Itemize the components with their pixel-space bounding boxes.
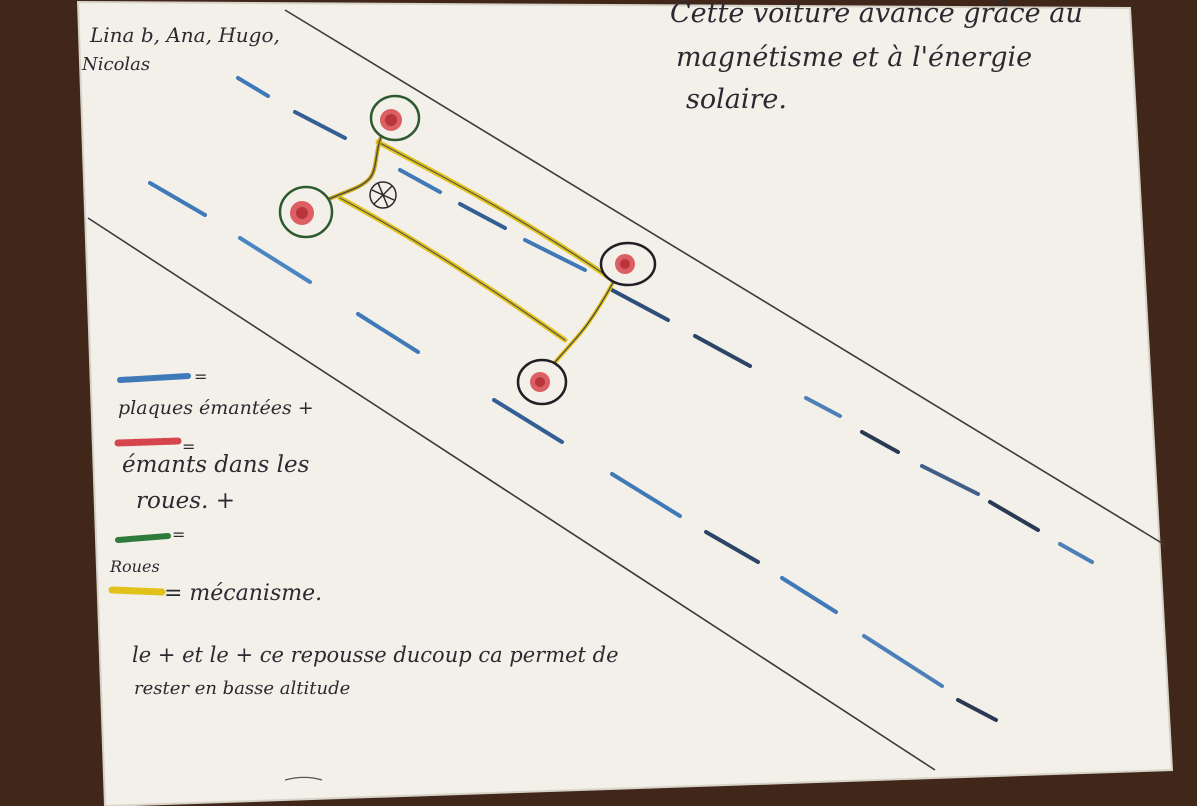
wheel-front-top: [369, 94, 421, 142]
legend-swatch-blue: [117, 373, 191, 383]
legend-red-eq: =: [182, 437, 195, 456]
chassis-bottom-rail-ink: [339, 197, 566, 341]
magnet-plate: [693, 334, 752, 368]
magnet-plate: [610, 288, 670, 322]
gear-wheel-icon: [369, 181, 397, 209]
magnet-plate: [610, 472, 682, 518]
chassis-top-rail-ink: [377, 141, 611, 279]
magnet-plate: [956, 698, 998, 722]
note-line-2: rester en basse altitude: [134, 678, 350, 699]
authors-line-2: Nicolas: [81, 54, 150, 75]
magnet-plate: [398, 168, 442, 194]
description-line-1: Cette voiture avance grâce au: [670, 0, 1083, 29]
legend-blue-eq: =: [194, 367, 207, 386]
legend-swatch-yellow: [108, 586, 166, 596]
magnet-plate: [862, 634, 944, 688]
mechanism-chassis: [303, 118, 624, 382]
magnet-plate: [236, 76, 270, 98]
paper-shadow: [76, 0, 1174, 806]
note-line-1: le + et le + ce repousse ducoup ca perme…: [132, 643, 619, 667]
magnet-plate: [804, 396, 842, 418]
magnet-plate: [523, 238, 587, 272]
authors-line-1: Lina b, Ana, Hugo,: [89, 23, 280, 47]
magnet-plate: [1058, 542, 1094, 564]
magnet-plate: [356, 312, 420, 354]
road-edge-top: [284, 9, 1166, 546]
legend-green-eq: =: [172, 525, 185, 544]
magnet-plate: [920, 464, 980, 496]
magnet-plate: [148, 181, 207, 217]
magnet-plate: [492, 398, 564, 444]
description-line-2: magnétisme et à l'énergie: [676, 42, 1032, 73]
legend-red-label-2: roues. +: [136, 488, 235, 514]
wheel-front-bottom: [278, 185, 334, 239]
legend-green-label: Roues: [109, 557, 160, 576]
description-line-3: solaire.: [686, 84, 787, 115]
magnet-plate: [860, 430, 900, 454]
legend-swatch-red: [114, 437, 182, 447]
wheel-rear-top: [599, 241, 657, 287]
legend-swatch-green: [115, 533, 171, 543]
magnet-plate: [704, 530, 760, 564]
magnet-plate: [458, 202, 507, 230]
wheel-rear-bottom: [516, 358, 568, 406]
road-edge-bottom: [87, 217, 936, 771]
legend-yellow-label: = mécanisme.: [164, 581, 322, 606]
magnet-plate: [780, 576, 838, 614]
magnet-plate: [988, 500, 1040, 532]
magnet-plate: [238, 236, 312, 284]
magnet-plate: [293, 110, 347, 140]
legend-red-label-1: émants dans les: [122, 452, 310, 478]
pencil-mark: [284, 776, 323, 781]
legend-blue-label: plaques émantées +: [118, 397, 314, 419]
front-axle-ink: [304, 119, 393, 211]
magnet-plates-upper: [236, 76, 1094, 564]
magnet-plates-lower: [148, 181, 998, 722]
